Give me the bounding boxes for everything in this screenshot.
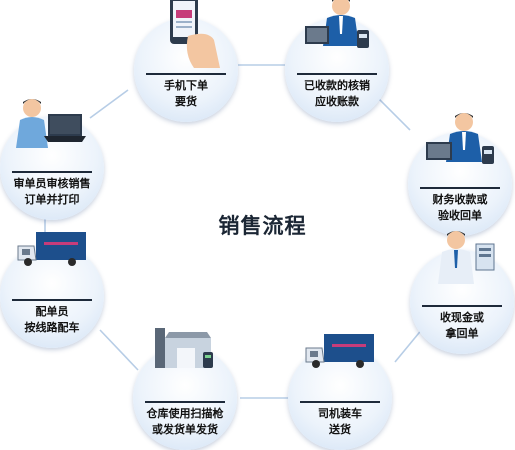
step-finance: 财务收款或验收回单: [408, 113, 512, 236]
finance-clerk-icon: [426, 113, 494, 164]
diagram-title: 销售流程: [218, 214, 307, 238]
warehouse-icon: [155, 328, 213, 368]
label-divider: [297, 73, 377, 75]
cashier-icon: [305, 0, 369, 48]
courier-icon: [438, 231, 495, 284]
label-divider: [422, 305, 502, 307]
step-label: 仓库使用扫描枪或发货单发货: [146, 407, 224, 436]
step-order: 手机下单要货: [134, 0, 238, 122]
step-label: 司机装车送货: [318, 407, 362, 436]
phone-order-icon: [170, 0, 220, 68]
label-divider: [145, 401, 225, 403]
step-label: 已收款的核销应收账款: [304, 79, 370, 108]
auditor-laptop-icon: [16, 99, 86, 148]
step-ship: 司机装车送货: [288, 334, 392, 450]
step-label: 收现金或拿回单: [440, 311, 484, 340]
label-divider: [300, 401, 380, 403]
label-divider: [146, 73, 226, 75]
step-label: 手机下单要货: [164, 79, 208, 108]
step-audit: 审单员审核销售订单并打印: [0, 99, 104, 220]
label-divider: [12, 299, 92, 301]
label-divider: [420, 187, 500, 189]
step-label: 审单员审核销售订单并打印: [13, 177, 91, 206]
step-collect: 收现金或拿回单: [410, 231, 514, 354]
step-allocate: 配单员按线路配车: [0, 232, 104, 348]
step-label: 配单员按线路配车: [24, 305, 80, 334]
step-label: 财务收款或验收回单: [432, 193, 488, 222]
delivery-truck-icon: [305, 334, 374, 368]
label-divider: [12, 171, 92, 173]
step-verify: 已收款的核销应收账款: [285, 0, 389, 122]
step-warehouse: 仓库使用扫描枪或发货单发货: [133, 328, 237, 450]
truck-route-icon: [17, 232, 86, 266]
